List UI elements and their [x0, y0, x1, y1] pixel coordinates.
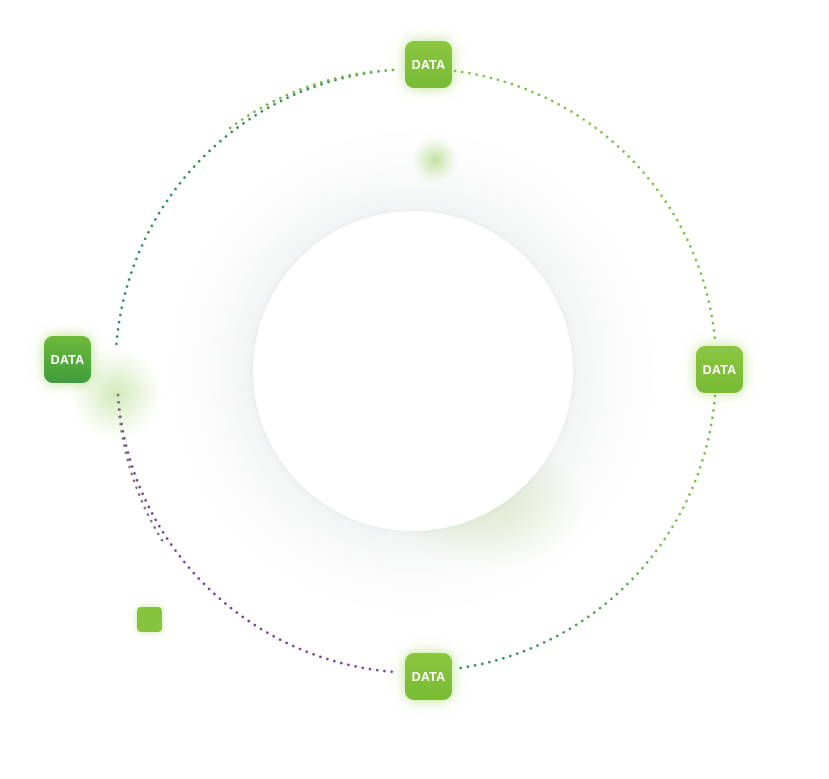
center-circle	[253, 211, 573, 531]
data-node-top[interactable]: DATA	[405, 41, 452, 88]
orbit-arc-right	[453, 69, 717, 342]
orbit-arc-upper-left-overlay	[228, 68, 395, 130]
data-node-label: DATA	[50, 352, 85, 367]
small-green-square	[137, 607, 162, 632]
data-node-left[interactable]: DATA	[44, 336, 91, 383]
data-node-bottom[interactable]: DATA	[405, 653, 452, 700]
orbit-arc-lower-right	[458, 394, 717, 670]
data-node-label: DATA	[411, 669, 446, 684]
data-node-label: DATA	[411, 57, 446, 72]
top-glow-dot	[412, 137, 458, 183]
orbit-arc-lower-left	[116, 393, 397, 674]
data-node-right[interactable]: DATA	[696, 346, 743, 393]
data-node-label: DATA	[702, 362, 737, 377]
orbit-arc-lower-left-gray	[116, 393, 167, 547]
